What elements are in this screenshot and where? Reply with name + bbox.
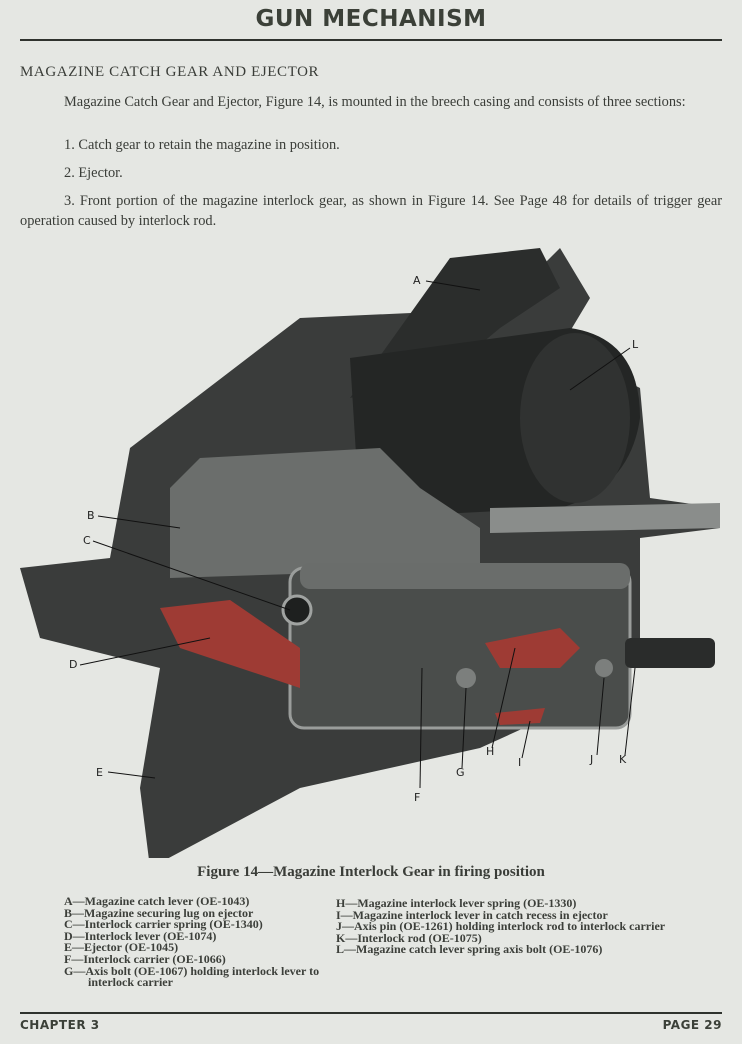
- footer-chapter: CHAPTER 3: [20, 1018, 100, 1032]
- legend-left-column: A—Magazine catch lever (OE-1043) B—Magaz…: [64, 894, 334, 990]
- legend-item: I—Magazine interlock lever in catch rece…: [336, 907, 608, 922]
- legend-item: D—Interlock lever (OE-1074): [64, 928, 217, 943]
- label-i: I: [518, 756, 522, 769]
- legend-item: F—Interlock carrier (OE-1066): [64, 951, 226, 966]
- figure-14-illustration: A B C D E F G H I J K L: [0, 228, 742, 868]
- legend-item: J—Axis pin (OE-1261) holding interlock r…: [336, 919, 666, 934]
- figure-caption: Figure 14—Magazine Interlock Gear in fir…: [197, 864, 545, 880]
- interlock-rod-shape: [625, 638, 715, 668]
- label-l: L: [632, 338, 639, 351]
- legend-item: A—Magazine catch lever (OE-1043): [64, 894, 250, 908]
- header-divider: [20, 39, 722, 41]
- label-h: H: [486, 745, 495, 758]
- legend-item: K—Interlock rod (OE-1075): [336, 930, 482, 945]
- intro-paragraph: Magazine Catch Gear and Ejector, Figure …: [64, 94, 686, 110]
- footer-page-number: PAGE 29: [662, 1018, 722, 1032]
- label-e: E: [96, 766, 103, 779]
- label-k: K: [619, 753, 627, 766]
- label-b: B: [87, 509, 95, 522]
- magazine-interlock-lever-shape: [485, 628, 580, 668]
- axis-bolt-shape: [456, 668, 476, 688]
- carrier-spring-shape: [281, 594, 313, 626]
- legend-item: L—Magazine catch lever spring axis bolt …: [336, 942, 603, 957]
- leader-lines: [79, 280, 636, 789]
- label-f: F: [414, 791, 421, 804]
- spring-axis-bolt-shape: [520, 333, 630, 503]
- section-heading: MAGAZINE CATCH GEAR AND EJECTOR: [20, 64, 320, 80]
- legend-item: G—Axis bolt (OE-1067) holding interlock …: [64, 963, 320, 990]
- mechanism-drawing: [20, 248, 720, 868]
- label-j: J: [590, 753, 594, 766]
- label-g: G: [456, 766, 465, 779]
- footer-divider: [20, 1012, 722, 1014]
- page-header-title: GUN MECHANISM: [255, 6, 487, 32]
- legend-item: H—Magazine interlock lever spring (OE-13…: [336, 896, 577, 910]
- interlock-lever-shape: [160, 600, 300, 688]
- legend-right-column: H—Magazine interlock lever spring (OE-13…: [336, 896, 696, 957]
- list-item: 3. Front portion of the magazine interlo…: [20, 193, 722, 229]
- ejector-plate: [490, 503, 720, 533]
- label-a: A: [413, 274, 421, 287]
- list-item: 1. Catch gear to retain the magazine in …: [64, 137, 340, 153]
- legend-item: C—Interlock carrier spring (OE-1340): [64, 917, 263, 932]
- legend-item: E—Ejector (OE-1045): [64, 940, 179, 955]
- list-item: 2. Ejector.: [64, 165, 123, 181]
- axis-pin-shape: [595, 659, 613, 677]
- legend-item: B—Magazine securing lug on ejector: [64, 905, 254, 920]
- label-d: D: [69, 658, 78, 671]
- label-c: C: [83, 534, 91, 547]
- securing-lug-shape: [170, 448, 480, 578]
